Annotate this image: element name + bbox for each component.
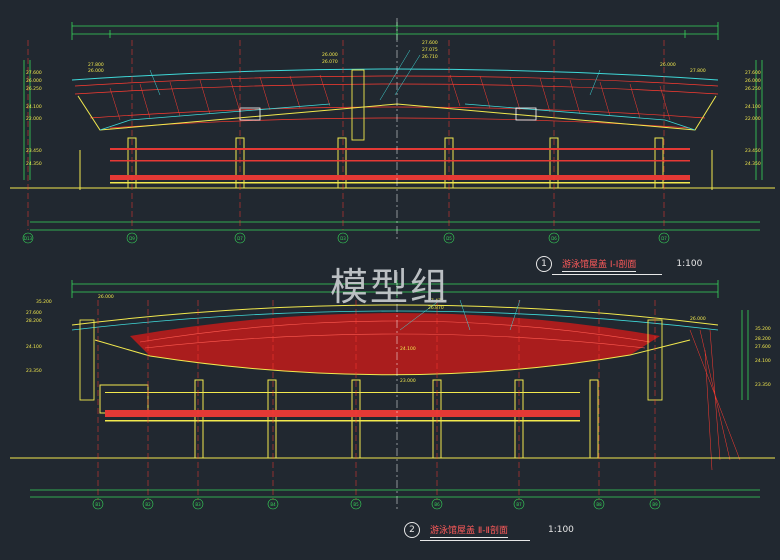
axis-label: D6: [551, 236, 557, 241]
axis-label: B4: [270, 502, 276, 507]
section-2-axis-lines: [97, 300, 656, 500]
axis-bubbles-bottom: B1 B2 B3 B4 B5 B6 B7 B8 B9: [92, 498, 661, 510]
elevation-label: 26.000: [690, 316, 706, 322]
section-2-dimension-lines: [30, 280, 760, 498]
elevation-label: 26.000: [26, 78, 42, 84]
elevation-label: 27.475: [428, 298, 444, 304]
axis-label: B3: [195, 502, 201, 507]
section-1-name: 游泳馆屋盖 Ⅰ-Ⅰ剖面: [562, 257, 637, 272]
elevation-label: 24.350: [26, 161, 42, 167]
axis-label: B7: [516, 502, 522, 507]
axis-label: B1: [95, 502, 101, 507]
section-1-seating: [110, 148, 690, 184]
axis-label: D7: [237, 236, 243, 241]
section-2-seating: [105, 392, 580, 422]
section-1-number: 1: [536, 256, 552, 272]
section-2-bracing: [689, 329, 741, 471]
elevation-label: 26.000: [322, 52, 338, 58]
elevation-label: 27.075: [422, 47, 438, 53]
axis-label: B9: [652, 502, 658, 507]
elevation-label: 35.200: [755, 326, 771, 332]
section-2-number: 2: [404, 522, 420, 538]
elevation-label: 26.870: [428, 305, 444, 311]
elevation-label: 22.000: [745, 116, 761, 122]
elevation-label: 27.800: [88, 62, 104, 68]
elevation-label: 27.600: [26, 310, 42, 316]
elevation-labels-bottom-right: 35.200 28.200 27.600 24.100 23.350 26.00…: [690, 316, 771, 388]
elevation-label: 26.000: [660, 62, 676, 68]
elevation-label: 24.100: [26, 104, 42, 110]
elevation-label: 24.100: [400, 346, 416, 352]
axis-label: D5: [446, 236, 452, 241]
section-1-axis-lines: [27, 40, 665, 230]
axis-label: B6: [434, 502, 440, 507]
elevation-label: 27.600: [26, 70, 42, 76]
elevation-label: 26.250: [26, 86, 42, 92]
section-1-annotations: [149, 49, 601, 101]
section-2-underline: [420, 540, 530, 541]
section-2-annotations: [399, 299, 521, 331]
section-1-dimension-lines: [23, 22, 763, 231]
elevation-labels-bottom-left: 35.200 27.600 28.200 24.100 23.350 26.00…: [26, 294, 114, 374]
section-1-drawing: [10, 18, 775, 240]
elevation-label: 24.100: [755, 358, 771, 364]
elevation-label: 27.600: [745, 70, 761, 76]
section-2-title: 2 游泳馆屋盖 Ⅱ-Ⅱ剖面 1:100: [404, 522, 574, 538]
elevation-label: 26.250: [745, 86, 761, 92]
section-1-underline: [552, 274, 662, 275]
elevation-label: 27.600: [422, 40, 438, 46]
elevation-labels-bottom-center: 27.475 26.870 24.100 23.000: [400, 298, 444, 384]
elevation-label: 26.000: [88, 68, 104, 74]
axis-bubbles-top: D13 D9 D7 D3 D5 D6 D7: [22, 232, 670, 244]
elevation-label: 23.450: [26, 148, 42, 154]
axis-label: D3: [340, 236, 346, 241]
section-2-name: 游泳馆屋盖 Ⅱ-Ⅱ剖面: [430, 523, 508, 538]
section-1-title: 1 游泳馆屋盖 Ⅰ-Ⅰ剖面 1:100: [536, 256, 702, 272]
axis-label: D7: [661, 236, 667, 241]
section-1-truss-webs: [109, 74, 671, 121]
elevation-label: 24.100: [745, 104, 761, 110]
elevation-labels-top-right: 27.600 26.000 26.250 24.100 22.000 23.45…: [660, 62, 761, 167]
axis-label: B2: [145, 502, 151, 507]
elevation-label: 24.350: [745, 161, 761, 167]
elevation-labels-top-left: 27.600 26.000 26.250 24.100 22.000 23.45…: [26, 62, 104, 167]
elevation-label: 23.350: [755, 382, 771, 388]
watermark: 模型组: [330, 265, 451, 309]
elevation-label: 23.350: [26, 368, 42, 374]
elevation-label: 23.450: [745, 148, 761, 154]
elevation-label: 28.200: [755, 336, 771, 342]
elevation-label: 24.100: [26, 344, 42, 350]
elevation-label: 26.710: [422, 54, 438, 60]
elevation-label: 28.200: [26, 318, 42, 324]
elevation-label: 22.000: [26, 116, 42, 122]
axis-label: D13: [24, 236, 33, 241]
section-1-roof-outline: [71, 68, 719, 141]
section-2-roof-lines: [139, 320, 651, 349]
section-1-roof-truss: [74, 75, 719, 129]
elevation-label: 27.600: [755, 344, 771, 350]
elevation-label: 26.000: [98, 294, 114, 300]
section-2-drawing: [10, 272, 775, 510]
axis-label: B8: [596, 502, 602, 507]
section-2-roof-fill: [130, 313, 660, 375]
section-2-columns: [99, 379, 599, 459]
axis-label: B5: [353, 502, 359, 507]
elevation-label: 26.000: [745, 78, 761, 84]
section-2-scale: 1:100: [547, 525, 574, 535]
elevation-labels-top-center: 27.600 27.075 26.710 26.000 26.070: [322, 40, 438, 65]
elevation-label: 35.200: [36, 299, 52, 305]
elevation-label: 23.000: [400, 378, 416, 384]
axis-label: D9: [129, 236, 135, 241]
section-2-roof-outline: [71, 304, 719, 401]
section-1-scale: 1:100: [676, 259, 703, 269]
elevation-label: 26.070: [322, 59, 338, 65]
elevation-label: 27.800: [690, 68, 706, 74]
